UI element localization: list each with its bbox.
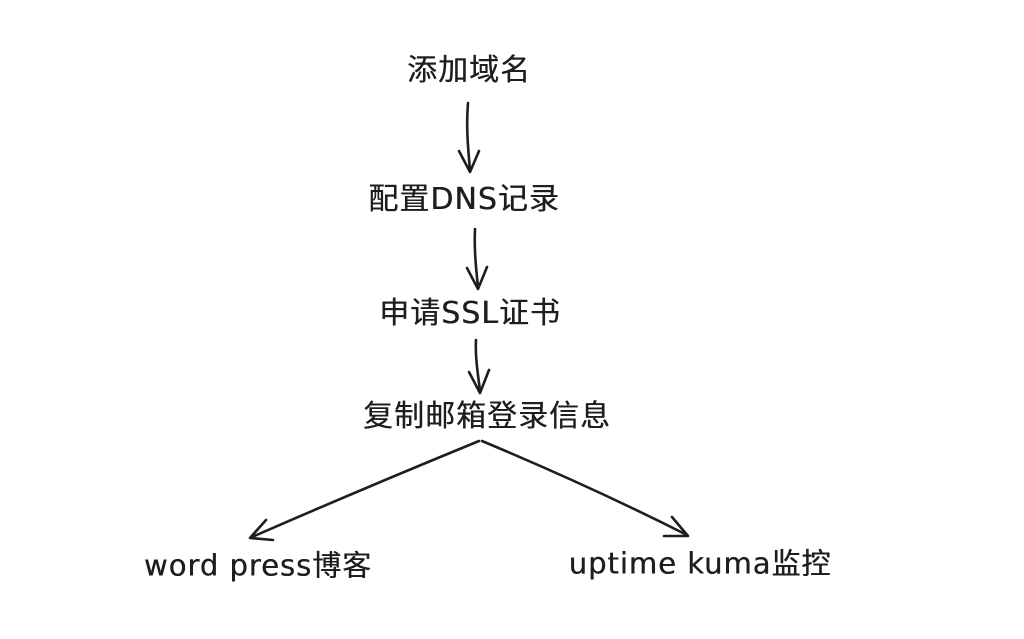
arrow-ssl-to-mail <box>467 338 491 395</box>
node-mail-login: 复制邮箱登录信息 <box>363 398 611 434</box>
arrow-mail-to-wordpress <box>248 439 481 542</box>
arrow-mail-to-uptime <box>480 439 690 538</box>
node-ssl-cert: 申请SSL证书 <box>379 295 561 331</box>
arrowhead-down-right-icon <box>662 515 690 538</box>
node-wordpress-blog: word press博客 <box>143 548 373 583</box>
node-add-domain: 添加域名 <box>407 52 531 88</box>
arrow-shaft <box>250 439 481 539</box>
arrow-shaft <box>480 439 689 537</box>
arrowhead-down-icon <box>457 149 481 174</box>
node-dns-record: 配置DNS记录 <box>368 181 560 217</box>
arrow-shaft <box>473 227 480 289</box>
arrow-shaft <box>465 101 472 172</box>
arrowhead-down-icon <box>465 265 489 291</box>
arrowhead-down-left-icon <box>248 518 275 542</box>
arrow-add-domain-to-dns <box>457 101 481 174</box>
arrow-shaft <box>474 338 482 393</box>
node-uptime-kuma-monitor: uptime kuma监控 <box>568 546 832 581</box>
arrow-dns-to-ssl <box>465 227 489 291</box>
arrowhead-down-icon <box>467 368 491 395</box>
